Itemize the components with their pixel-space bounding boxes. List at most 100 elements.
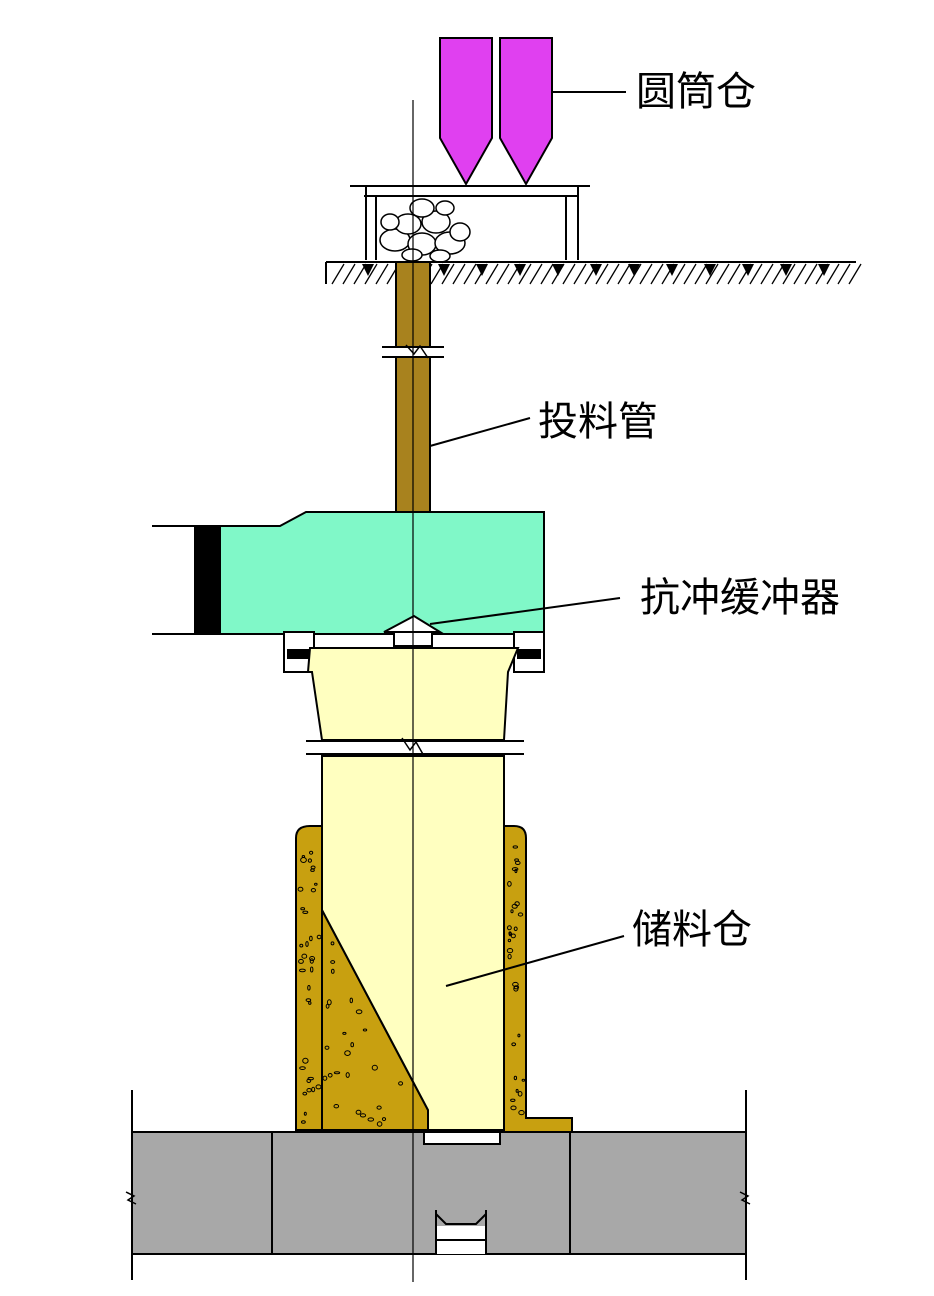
aggregate-speck [518, 1110, 525, 1116]
aggregate-speck [307, 858, 312, 863]
aggregate-speck [326, 999, 332, 1006]
feed-pipe-leader-line [429, 417, 531, 447]
aggregate-speck [302, 1091, 308, 1096]
aggregate-speck [512, 845, 518, 849]
aggregate-speck [331, 968, 335, 974]
ground-peg [476, 264, 488, 276]
ground-hatch-stroke [617, 263, 631, 285]
aggregate-speck [507, 953, 512, 960]
buffer-leader-line [429, 597, 621, 625]
aggregate-speck [310, 966, 314, 973]
ground-peg [704, 264, 716, 276]
ground-hatch-stroke [595, 263, 609, 285]
ground-peg [742, 264, 754, 276]
anti-impact-buffer [383, 614, 444, 647]
silo-label: 圆筒仓 [636, 69, 756, 115]
ground-hatch-stroke [727, 263, 741, 285]
aggregate-speck [322, 1075, 328, 1081]
storage-bin-label: 储料仓 [632, 907, 752, 953]
aggregate-speck [345, 1072, 350, 1078]
aggregate-speck [325, 1003, 330, 1009]
aggregate-speck [300, 907, 306, 911]
aggregate-speck [515, 1088, 519, 1093]
ground-pegs [362, 264, 830, 276]
aggregate-speck [510, 1098, 516, 1103]
ground-peg [438, 264, 450, 276]
aggregate-speck [398, 1081, 404, 1086]
aggregate-speck [381, 1117, 387, 1122]
aggregate-speck [307, 985, 311, 991]
ground-hatch-stroke [441, 263, 455, 285]
aggregate-speck [297, 886, 304, 892]
aggregate-speck [302, 1057, 309, 1064]
ground-hatch-stroke [804, 263, 818, 285]
ground-hatch [331, 263, 862, 285]
buffer-label: 抗冲缓冲器 [640, 575, 840, 621]
aggregate-speck [309, 958, 314, 964]
aggregate-speck [324, 1045, 330, 1050]
aggregate-speck [521, 1078, 526, 1082]
ground-hatch-stroke [683, 263, 697, 285]
ground-hatch-stroke [694, 263, 708, 285]
floor-slab [125, 1090, 751, 1280]
aggregate-speck [327, 1073, 333, 1078]
ground-hatch-stroke [331, 263, 345, 285]
ground-hatch-stroke [837, 263, 851, 285]
ground-peg [590, 264, 602, 276]
unloading-chamber [152, 511, 545, 635]
aggregate-speck [333, 1071, 341, 1075]
silo-right [499, 37, 553, 187]
ground-hatch-stroke [639, 263, 653, 285]
aggregate-speck [508, 932, 513, 937]
ground-hatch-stroke [826, 263, 840, 285]
ground-hatch-stroke [705, 263, 719, 285]
aggregate-speck [350, 1042, 355, 1048]
aggregate-speck [511, 903, 518, 909]
ground-hatch-stroke [375, 263, 389, 285]
aggregate-speck [309, 935, 313, 942]
aggregate-speck [376, 1105, 382, 1110]
ground-hatch-stroke [650, 263, 664, 285]
silo-left [439, 37, 493, 187]
ground-peg [514, 264, 526, 276]
aggregate-speck [330, 960, 336, 964]
ground-hatch-stroke [562, 263, 576, 285]
aggregate-speck [510, 1105, 517, 1111]
concrete-lining [295, 825, 573, 1133]
ground-hatch-stroke [485, 263, 499, 285]
aggregate-speck [342, 1031, 347, 1035]
ground-hatch-stroke [672, 263, 686, 285]
ground-hatch-stroke [749, 263, 763, 285]
aggregate-speck [309, 850, 314, 855]
aggregate-speck [302, 910, 309, 914]
aggregate-speck [512, 981, 519, 987]
aggregate-speck [367, 1117, 375, 1122]
aggregate-speck [333, 1104, 340, 1109]
aggregate-speck [376, 1121, 383, 1127]
aggregate-speck [513, 926, 518, 932]
aggregate-speck [310, 868, 315, 872]
ground-hatch-stroke [606, 263, 620, 285]
ground-hatch-stroke [848, 263, 862, 285]
ground-hatch-stroke [782, 263, 796, 285]
aggregate-speck [314, 882, 318, 886]
storage-bin-leader-line [445, 935, 625, 987]
aggregate-speck [517, 912, 524, 917]
aggregate-speck [299, 943, 304, 948]
ground-hatch-stroke [342, 263, 356, 285]
aggregate-speck [298, 958, 304, 964]
aggregate-speck [315, 1084, 322, 1090]
ground-hatch-stroke [496, 263, 510, 285]
aggregate-speck [513, 1075, 518, 1081]
aggregate-speck [507, 881, 512, 887]
aggregate-speck [359, 1113, 367, 1118]
ground-hatch-stroke [573, 263, 587, 285]
aggregate-speck [507, 938, 512, 943]
aggregate-speck [307, 1076, 314, 1081]
silo-trestle [350, 185, 590, 260]
aggregate-speck [517, 1033, 521, 1038]
aggregate-speck [310, 888, 316, 893]
aggregate-speck [301, 1120, 306, 1124]
